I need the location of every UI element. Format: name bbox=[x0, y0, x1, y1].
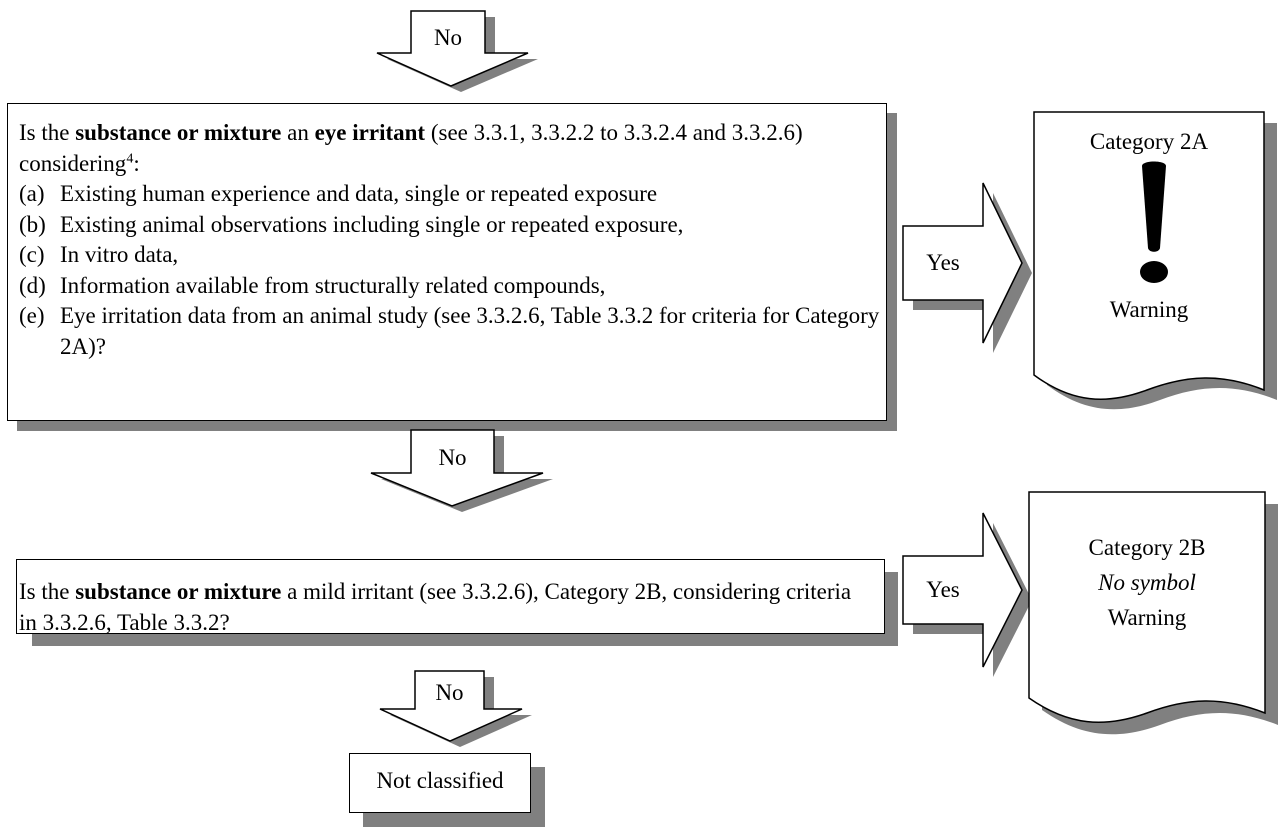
final-box bbox=[349, 753, 531, 813]
category-2b-symbol: No symbol bbox=[1098, 570, 1196, 595]
category-2b-label: Category 2B bbox=[1088, 535, 1206, 560]
criterion-a: (a)Existing human experience and data, s… bbox=[19, 181, 658, 206]
criterion-b: (b)Existing animal observations includin… bbox=[19, 211, 684, 237]
arrow-no-label-bottom: No bbox=[435, 680, 464, 705]
question-1-box bbox=[7, 103, 887, 421]
arrow-no-label-top: No bbox=[433, 25, 463, 50]
arrow-yes-label-1: Yes bbox=[926, 250, 960, 275]
category-2b-signal: Warning bbox=[1107, 605, 1187, 630]
criterion-d: (d)Information available from structural… bbox=[19, 272, 606, 298]
criterion-c: (c)In vitro data, bbox=[19, 242, 179, 267]
category-2a-signal: Warning bbox=[1109, 297, 1189, 322]
arrow-yes-label-2: Yes bbox=[926, 577, 960, 602]
arrow-no-label-middle: No bbox=[438, 445, 467, 470]
question-1-intro: Is the substance or mixture an eye irrit… bbox=[19, 120, 803, 176]
question-1-text: Is the substance or mixture an eye irrit… bbox=[19, 118, 889, 362]
question-2-text: Is the substance or mixture a mild irrit… bbox=[19, 579, 852, 635]
question-2-box bbox=[16, 559, 885, 634]
criterion-e: (e)Eye irritation data from an animal st… bbox=[19, 303, 880, 359]
category-2a-label: Category 2A bbox=[1089, 129, 1209, 154]
not-classified-label: Not classified bbox=[376, 768, 504, 793]
